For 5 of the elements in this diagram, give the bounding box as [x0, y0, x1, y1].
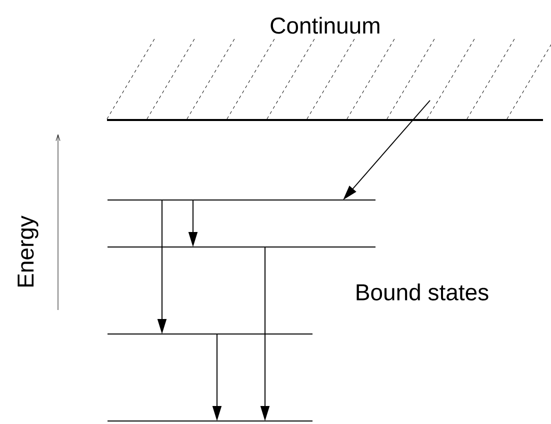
- continuum-band: Continuum: [106, 16, 551, 121]
- energy-level-line: [107, 420, 313, 422]
- axis-label: Energy: [18, 216, 38, 287]
- region-label: Bound states: [356, 284, 488, 300]
- energy-level-line: [107, 246, 376, 248]
